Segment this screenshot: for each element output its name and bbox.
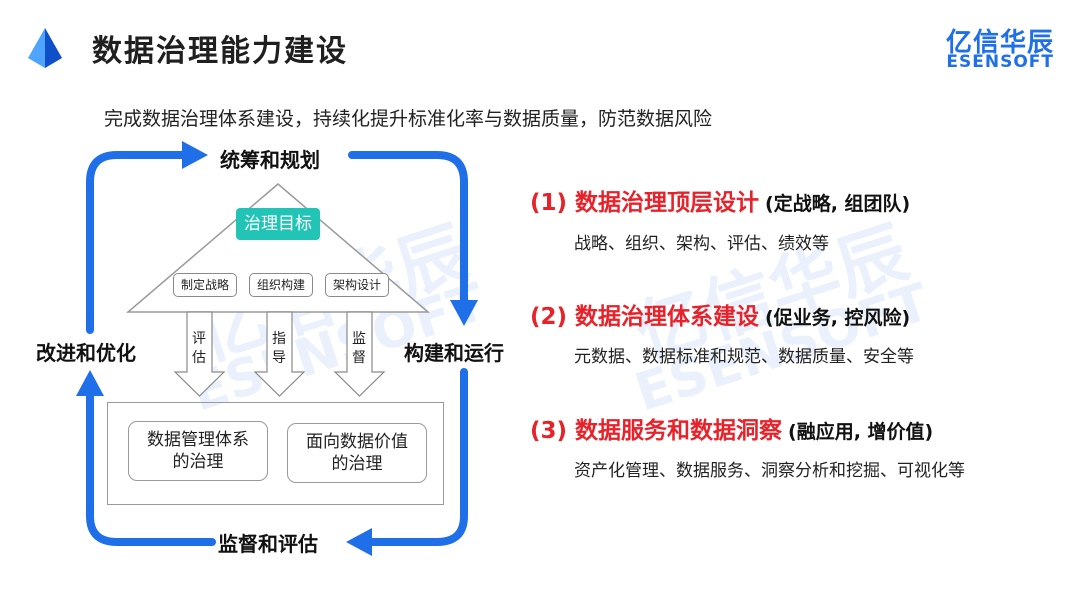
arrow-label-guide: 指导 bbox=[272, 331, 286, 366]
point-3-number: (3) bbox=[530, 418, 568, 444]
gov-box-value: 面向数据价值的治理 bbox=[287, 423, 427, 483]
arrow-label-supervise: 监督 bbox=[352, 331, 366, 366]
point-1-heading: (1) 数据治理顶层设计(定战略, 组团队) bbox=[530, 183, 910, 217]
point-3-note: (融应用, 增价值) bbox=[788, 421, 934, 443]
base-container bbox=[107, 402, 444, 505]
cycle-label-left: 改进和优化 bbox=[36, 341, 136, 365]
subtitle: 完成数据治理体系建设，持续化提升标准化率与数据质量，防范数据风险 bbox=[104, 108, 713, 130]
point-1-number: (1) bbox=[530, 190, 568, 216]
roof-item-strategy: 制定战略 bbox=[173, 273, 237, 297]
company-logo-en: ESENSOFT bbox=[946, 52, 1054, 72]
arrow-label-evaluate: 评估 bbox=[192, 331, 206, 366]
point-3-title: 数据服务和数据洞察 bbox=[575, 418, 783, 444]
company-logo-cn: 亿信华辰 bbox=[945, 28, 1054, 58]
point-2-number: (2) bbox=[530, 304, 568, 330]
point-3-heading: (3) 数据服务和数据洞察(融应用, 增价值) bbox=[530, 411, 933, 445]
point-2-note: (促业务, 控风险) bbox=[765, 307, 911, 329]
point-1-title: 数据治理顶层设计 bbox=[575, 190, 760, 216]
page-title: 数据治理能力建设 bbox=[92, 34, 348, 69]
cycle-label-right: 构建和运行 bbox=[404, 341, 504, 365]
point-2-heading: (2) 数据治理体系建设(促业务, 控风险) bbox=[530, 297, 910, 331]
gov-box-management: 数据管理体系的治理 bbox=[128, 421, 268, 481]
goal-badge: 治理目标 bbox=[236, 208, 320, 240]
point-2-title: 数据治理体系建设 bbox=[575, 304, 760, 330]
point-2-detail: 元数据、数据标准和规范、数据质量、安全等 bbox=[574, 347, 914, 367]
roof-item-organization: 组织构建 bbox=[249, 273, 313, 297]
point-3-detail: 资产化管理、数据服务、洞察分析和挖掘、可视化等 bbox=[574, 461, 965, 481]
blue-prism-icon bbox=[28, 28, 62, 68]
cycle-label-bottom: 监督和评估 bbox=[218, 532, 318, 556]
roof-item-architecture: 架构设计 bbox=[325, 273, 389, 297]
point-1-detail: 战略、组织、架构、评估、绩效等 bbox=[574, 234, 829, 254]
point-1-note: (定战略, 组团队) bbox=[765, 193, 911, 215]
cycle-label-top: 统筹和规划 bbox=[220, 148, 320, 172]
